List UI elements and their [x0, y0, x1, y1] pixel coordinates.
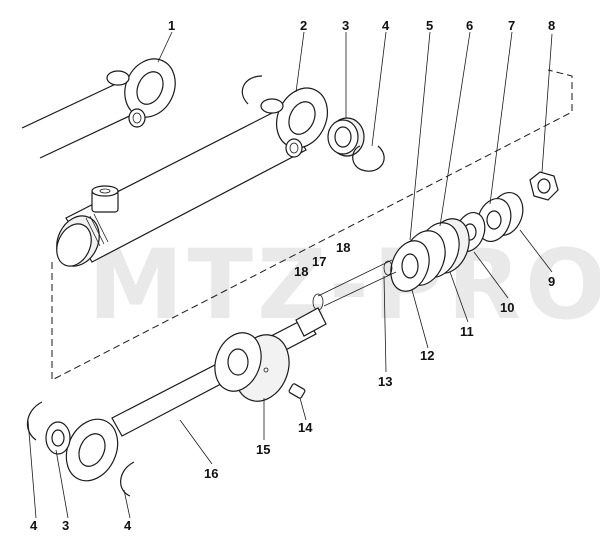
assembly-outline	[51, 69, 573, 381]
callout-1: 1	[168, 18, 175, 33]
part-14-fitting	[288, 383, 306, 399]
snap-ring-top	[241, 75, 263, 105]
callout-4-bottom-left: 4	[30, 518, 38, 533]
piston-assembly	[390, 192, 524, 292]
callout-4-bottom-right: 4	[124, 518, 132, 533]
callout-17: 17	[312, 254, 326, 269]
callout-12: 12	[420, 348, 434, 363]
callout-4-top: 4	[382, 18, 390, 33]
callout-11: 11	[460, 324, 474, 339]
callout-3-bottom: 3	[62, 518, 69, 533]
callout-18-left: 18	[294, 264, 308, 279]
callout-13: 13	[378, 374, 392, 389]
callout-15: 15	[256, 442, 270, 457]
leader-lines	[27, 31, 553, 519]
callout-3-top: 3	[342, 18, 349, 33]
part-4-snap-ring-top	[352, 145, 385, 172]
watermark-text: MTZ-PRO	[88, 229, 600, 341]
part-15-gland	[214, 332, 290, 402]
callout-16: 16	[204, 466, 218, 481]
callout-5: 5	[426, 18, 433, 33]
callout-9: 9	[548, 274, 555, 289]
callout-14: 14	[298, 420, 313, 435]
part-8-nut	[529, 171, 559, 201]
part-3-bushing-top	[327, 117, 365, 157]
callout-2: 2	[300, 18, 307, 33]
part-2-cylinder-tube	[56, 87, 328, 267]
callout-8: 8	[548, 18, 555, 33]
callout-18-right: 18	[336, 240, 350, 255]
callout-10: 10	[500, 300, 514, 315]
part-1-cylinder-top	[21, 58, 176, 159]
callout-6: 6	[466, 18, 473, 33]
callout-7: 7	[508, 18, 515, 33]
